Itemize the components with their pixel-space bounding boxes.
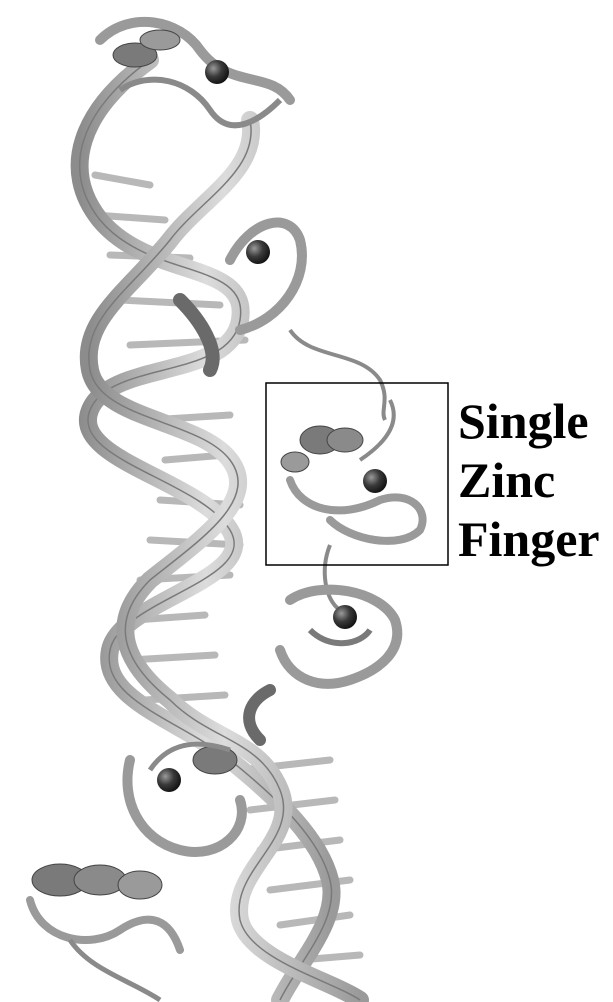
zinc-atom-5: [157, 768, 181, 792]
zinc-finger-domain-6: [30, 864, 180, 1000]
zinc-finger-domain-5: [127, 744, 241, 852]
zinc-finger-domain-2: [180, 223, 385, 420]
label-line-finger: Finger: [458, 510, 613, 569]
zinc-atom-4: [333, 605, 357, 629]
zinc-atom-3: [363, 469, 387, 493]
zinc-finger-domain-4: [249, 590, 397, 740]
single-zinc-finger-label: Single Zinc Finger: [458, 392, 613, 569]
zinc-atom-1: [205, 60, 229, 84]
label-line-single: Single: [458, 392, 613, 451]
zinc-finger-domain-3: [281, 400, 423, 610]
zinc-atom-2: [246, 240, 270, 264]
label-line-zinc: Zinc: [458, 451, 613, 510]
